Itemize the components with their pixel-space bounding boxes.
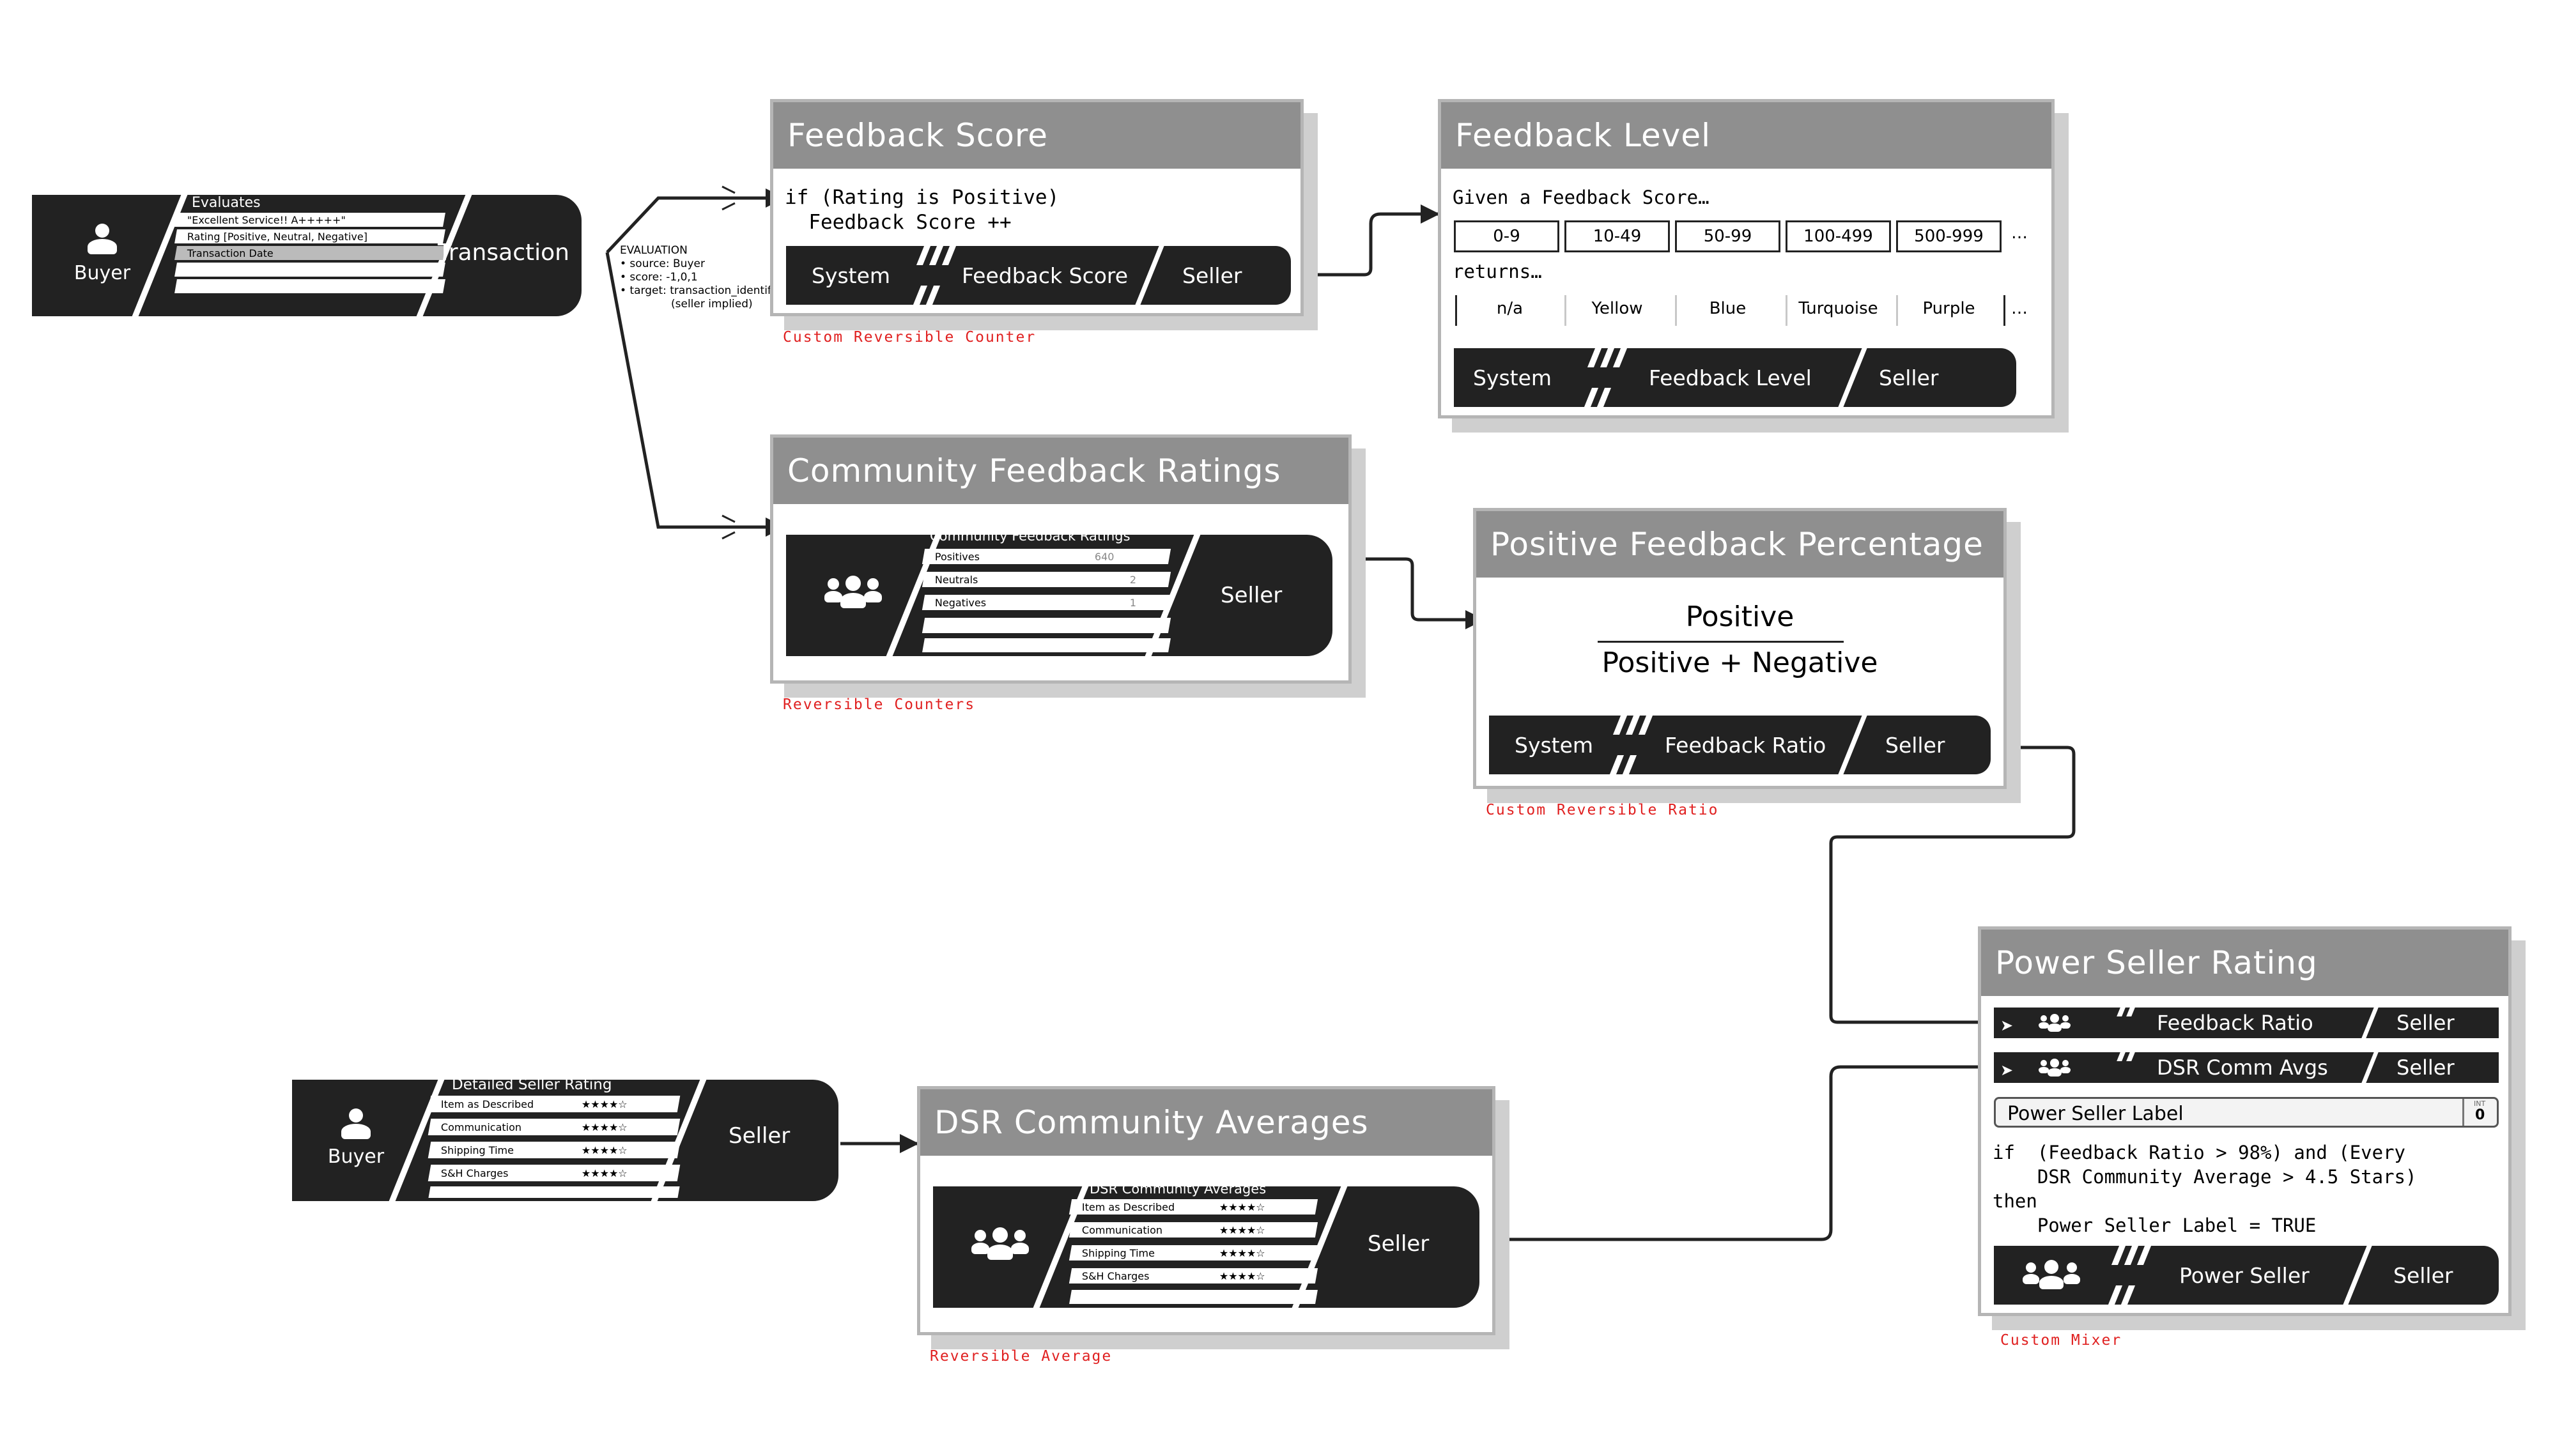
returns-text: returns… [1453, 261, 1542, 282]
wire-community-percentage [1332, 557, 1485, 629]
positive-percentage-panel: Positive Feedback Percentage Positive Po… [1473, 508, 2007, 789]
neutrals-row: Neutrals 2 [922, 572, 1171, 587]
color-label: Turquoise [1798, 299, 1878, 318]
comment-row: "Excellent Service!! A+++++" [174, 213, 445, 227]
given-text: Given a Feedback Score… [1453, 187, 1709, 208]
panel-title: Power Seller Rating [1981, 930, 2508, 996]
range-box: 50-99 [1675, 220, 1780, 252]
buyer-transaction-component: Buyer Evaluates "Excellent Service!! A++… [32, 195, 582, 316]
panel-title: Positive Feedback Percentage [1476, 511, 2003, 578]
feedback-score-caption: Custom Reversible Counter [783, 329, 1037, 346]
seller-label: Seller [1368, 1231, 1430, 1257]
range-box: 100-499 [1786, 220, 1891, 252]
community-icon [824, 573, 882, 611]
community-icon [971, 1225, 1029, 1263]
buyer-seller-component: Buyer Detailed Seller Rating Item as Des… [292, 1077, 838, 1201]
feedback-score-panel: Feedback Score if (Rating is Positive) F… [770, 99, 1304, 316]
feedback-level-component: System Feedback Level Seller [1454, 348, 2016, 407]
dsr-avg-row: Shipping Time★★★★☆ [1069, 1245, 1318, 1261]
color-ellipsis: … [2011, 299, 2028, 318]
dsr-avg-row: Communication★★★★☆ [1069, 1222, 1318, 1238]
dsr-row: Item as Described★★★★☆ [428, 1096, 681, 1112]
community-icon [2039, 1013, 2071, 1033]
power-seller-label-field: Power Seller Label INT 0 [1994, 1097, 2499, 1128]
date-row: Transaction Date [174, 246, 445, 260]
panel-title: Community Feedback Ratings [773, 438, 1348, 504]
score-code: if (Rating is Positive) Feedback Score +… [785, 186, 1060, 234]
wire-dsr-power [1483, 1057, 2025, 1241]
buyer-icon [340, 1108, 372, 1140]
dsr-row: Communication★★★★☆ [428, 1119, 681, 1135]
ratio-numerator: Positive [1685, 601, 1794, 633]
card-title: Detailed Seller Rating [452, 1077, 612, 1093]
dsr-caption: Reversible Average [930, 1348, 1113, 1365]
power-seller-panel: Power Seller Rating ➤ Feedback Ratio Sel… [1978, 926, 2512, 1316]
community-ratings-component: Community Feedback Ratings Positives 640… [786, 528, 1332, 656]
dsr-averages-component: DSR Community Averages Item as Described… [933, 1181, 1479, 1308]
card-title: DSR Community Averages [1090, 1181, 1267, 1197]
dsr-avg-row: S&H Charges★★★★☆ [1069, 1268, 1318, 1284]
power-seller-component: Power Seller Seller [1994, 1246, 2499, 1305]
power-seller-caption: Custom Mixer [2000, 1332, 2122, 1349]
dsr-avg-row: Item as Described★★★★☆ [1069, 1199, 1318, 1215]
buyer-label: Buyer [327, 1146, 385, 1168]
color-label: n/a [1496, 299, 1524, 318]
wire-ratio-power [1829, 746, 2076, 1032]
range-ellipsis: … [2011, 224, 2028, 243]
community-caption: Reversible Counters [783, 696, 976, 713]
range-box: 10-49 [1564, 220, 1670, 252]
seller-label: Seller [1221, 583, 1283, 608]
community-icon [2023, 1259, 2080, 1291]
wire-score-level [1297, 204, 1440, 277]
dsr-row: S&H Charges★★★★☆ [428, 1165, 681, 1181]
seller-label: Seller [729, 1123, 791, 1149]
dsr-row: Shipping Time★★★★☆ [428, 1142, 681, 1158]
wire-transaction-community [605, 252, 785, 537]
range-box: 0-9 [1454, 220, 1559, 252]
rating-row: Rating [Positive, Neutral, Negative] [174, 229, 445, 243]
panel-title: Feedback Level [1441, 102, 2051, 169]
color-label: Yellow [1591, 299, 1643, 318]
color-label: Purple [1922, 299, 1975, 318]
percentage-caption: Custom Reversible Ratio [1486, 802, 1719, 818]
dsr-averages-input: ➤ DSR Comm Avgs Seller [1994, 1052, 2499, 1083]
transaction-label: Transaction [438, 240, 569, 266]
buyer-label: Buyer [73, 262, 131, 284]
color-label: Blue [1709, 299, 1747, 318]
evaluation-note: EVALUATION • source: Buyer • score: -1,0… [620, 244, 786, 310]
community-feedback-panel: Community Feedback Ratings Community Fee… [770, 434, 1352, 684]
feedback-score-component: System Feedback Score Seller [786, 246, 1291, 305]
ratio-denominator: Positive + Negative [1601, 647, 1878, 679]
card-title: Community Feedback Ratings [930, 528, 1131, 544]
feedback-ratio-input: ➤ Feedback Ratio Seller [1994, 1008, 2499, 1038]
positives-row: Positives 640 [922, 549, 1171, 564]
community-icon [2039, 1057, 2071, 1078]
panel-title: Feedback Score [773, 102, 1300, 169]
power-seller-code: if (Feedback Ratio > 98%) and (Every DSR… [1993, 1142, 2417, 1236]
fraction-line [1598, 641, 1844, 643]
panel-title: DSR Community Averages [920, 1089, 1492, 1156]
feedback-level-panel: Feedback Level Given a Feedback Score… 0… [1438, 99, 2055, 418]
buyer-icon [86, 224, 118, 256]
range-box: 500-999 [1896, 220, 2002, 252]
wire-transaction-feedback-score [606, 188, 785, 254]
card-title: Evaluates [192, 195, 261, 211]
feedback-ratio-component: System Feedback Ratio Seller [1489, 716, 1991, 774]
negatives-row: Negatives 1 [922, 595, 1171, 610]
dsr-averages-panel: DSR Community Averages DSR Community Ave… [917, 1086, 1495, 1335]
